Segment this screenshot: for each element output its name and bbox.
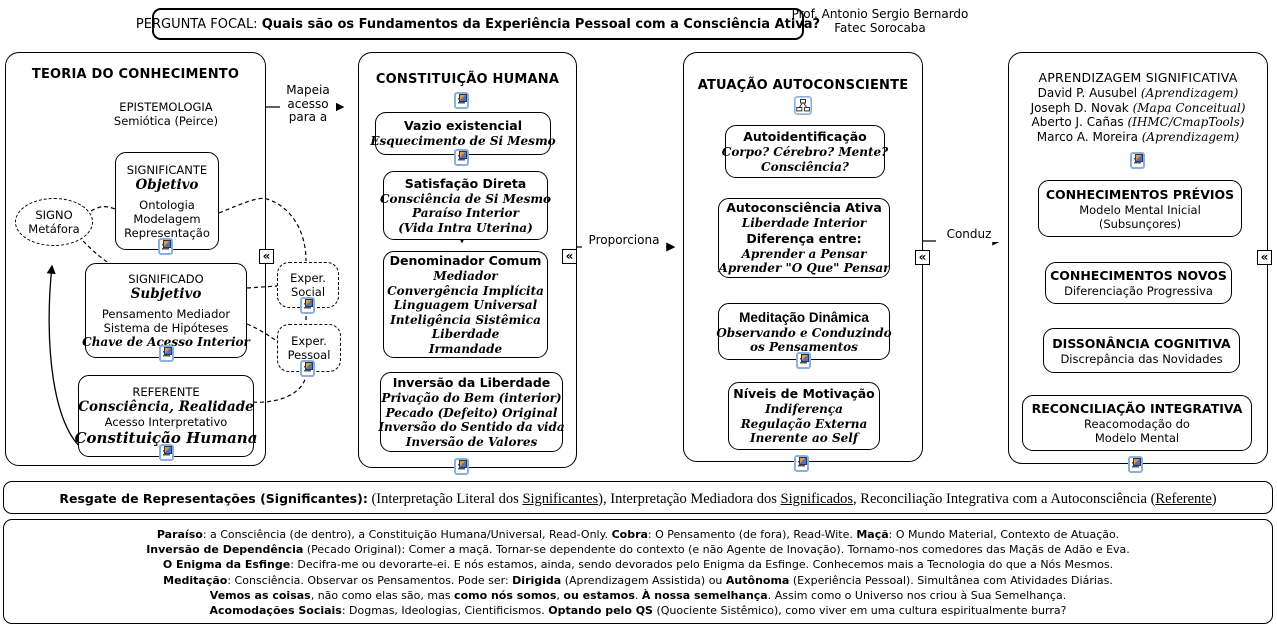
dashed-signo-significante xyxy=(90,206,116,212)
resource-icon[interactable] xyxy=(1128,456,1143,473)
author-line: Marco A. Moreira (Aprendizagem) xyxy=(1036,129,1240,144)
link-referente-signo-arrow xyxy=(46,264,86,452)
dashed-referente-exper-pessoal xyxy=(252,372,307,403)
author-line: Aberto J. Cañas (IHMC/CmapTools) xyxy=(1031,115,1245,129)
dashed-significante-exper-social xyxy=(218,197,307,262)
collapse-chevron-icon[interactable]: « xyxy=(259,249,274,264)
dashed-significado-exper-pessoal xyxy=(246,323,278,342)
footer-resgate-bar[interactable]: Resgate de Representações (Significantes… xyxy=(3,481,1273,514)
author-credit: Prof. Antonio Sergio Bernardo Fatec Soro… xyxy=(780,7,980,35)
author-institution: Fatec Sorocaba xyxy=(834,21,926,35)
title-teoria-do-conhecimento: TEORIA DO CONHECIMENTO xyxy=(31,67,240,82)
link-label-conduz[interactable]: Conduz xyxy=(936,227,1002,242)
resource-icon[interactable] xyxy=(1130,152,1145,169)
resource-icon[interactable] xyxy=(300,297,315,314)
footer-notes-box[interactable]: Paraíso: a Consciência (de dentro), a Co… xyxy=(3,519,1273,624)
title-aprendizagem-significativa: APRENDIZAGEM SIGNIFICATIVA xyxy=(1038,70,1238,85)
title-atuacao-autoconsciente: ATUAÇÃO AUTOCONSCIENTE xyxy=(697,78,909,93)
note-line: Inversão de Dependência (Pecado Original… xyxy=(146,543,1130,557)
author-line: David P. Ausubel (Aprendizagem) xyxy=(1037,86,1239,100)
resource-icon[interactable] xyxy=(454,92,469,109)
focal-question-text: PERGUNTA FOCAL: Quais são os Fundamentos… xyxy=(135,16,821,32)
cmap-icon[interactable] xyxy=(794,96,812,115)
resource-icon[interactable] xyxy=(300,360,315,377)
note-line: O Enigma da Esfinge: Decifra-me ou devor… xyxy=(162,558,1114,572)
collapse-chevron-icon[interactable]: « xyxy=(1257,250,1272,265)
link-label-proporciona[interactable]: Proporciona xyxy=(582,233,666,248)
title-constituicao-humana: CONSTITUIÇÃO HUMANA xyxy=(375,72,560,87)
resource-icon[interactable] xyxy=(796,352,811,369)
resource-icon[interactable] xyxy=(794,455,809,472)
focal-question-box[interactable]: PERGUNTA FOCAL: Quais são os Fundamentos… xyxy=(136,8,820,40)
note-line: Meditação: Consciência. Observar os Pens… xyxy=(163,573,1113,587)
footer-resgate-text: Resgate de Representações (Significantes… xyxy=(59,490,1217,507)
resource-icon[interactable] xyxy=(159,444,174,461)
node-exper-pessoal[interactable]: Exper.Pessoal xyxy=(277,324,341,372)
note-line: Vemos as coisas, não como elas são, mas … xyxy=(209,588,1067,602)
resource-icon[interactable] xyxy=(454,149,469,166)
dashed-signo-significado xyxy=(82,240,111,265)
dashed-significado-exper-social xyxy=(246,285,278,289)
resource-icon[interactable] xyxy=(454,458,469,475)
author-line: Joseph D. Novak (Mapa Conceitual) xyxy=(1030,100,1246,115)
collapse-chevron-icon[interactable]: « xyxy=(915,250,930,265)
node-authors[interactable]: David P. Ausubel (Aprendizagem) Joseph D… xyxy=(1008,86,1268,144)
note-line: Paraíso: a Consciência (de dentro), a Co… xyxy=(156,528,1120,541)
note-line: Acomodações Sociais: Dogmas, Ideologias,… xyxy=(209,604,1067,618)
collapse-chevron-icon[interactable]: « xyxy=(562,249,577,264)
author-name: Prof. Antonio Sergio Bernardo xyxy=(791,7,969,21)
resource-icon[interactable] xyxy=(158,238,173,255)
resource-icon[interactable] xyxy=(159,345,174,362)
